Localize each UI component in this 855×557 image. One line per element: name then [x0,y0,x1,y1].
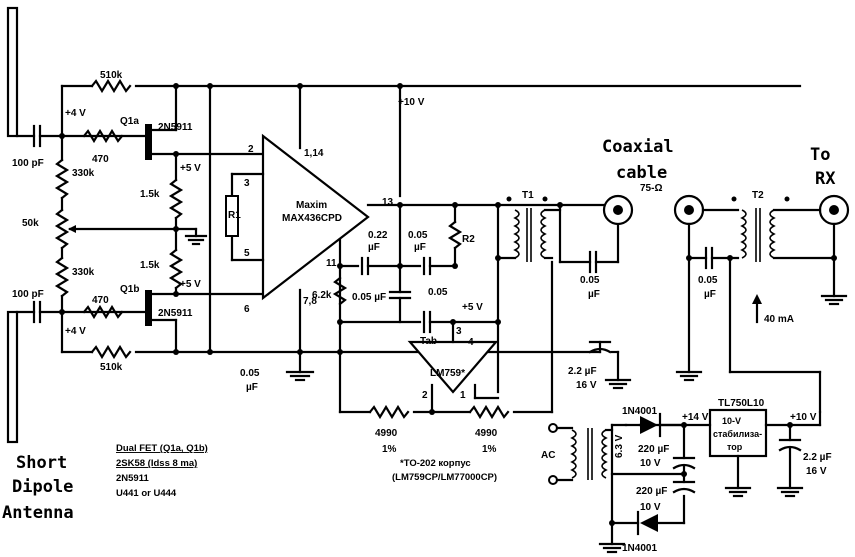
note-package-1: *TO-202 корпус [400,458,471,469]
coax-impedance: 75-Ω [640,183,662,194]
reg-part-number: TL750L10 [718,398,765,409]
rx-title-2: RX [815,169,836,189]
reg-label-1: 10-V [722,416,741,426]
antenna-bottom-element [6,310,19,444]
label-0-05-c: 0.05 [428,287,448,298]
label-0-05-d-unit: µF [246,382,258,393]
label-0-05-e: 0.05 [580,275,600,286]
rx-title-1: To [810,145,830,165]
ic1-label-part: MAX436CPD [282,213,342,224]
pin-7-8: 7,8 [303,296,317,307]
label-1n4001-a: 1N4001 [622,406,657,417]
label-ac: AC [541,450,555,461]
note-line-1: 2SK58 (Idss 8 ma) [116,458,197,469]
antenna-title-1: Short [16,453,67,473]
label-t1: T1 [522,190,534,201]
tl750l10-regulator [708,408,768,458]
rail-4v-top: +4 V [65,108,86,119]
reg-label-3: тор [727,442,743,452]
label-470-bottom: 470 [92,295,109,306]
label-16v-a: 16 V [576,380,597,391]
antenna-title-3: Antenna [2,503,74,523]
rail-4v-bottom: +4 V [65,326,86,337]
label-0-05-d: 0.05 [240,368,260,379]
label-4990-a: 4990 [375,428,398,439]
label-50k: 50k [22,218,39,229]
label-4990-b: 4990 [475,428,498,439]
label-330k-bottom: 330k [72,267,95,278]
pin-3: 3 [244,178,250,189]
label-100pf-top: 100 pF [12,158,44,169]
label-r1: R1 [228,210,241,221]
label-1-5k-b: 1.5k [140,260,160,271]
antenna-title-2: Dipole [12,477,73,497]
label-r2: R2 [462,234,475,245]
coax-title-2: cable [616,163,667,183]
rail-5v-a: +5 V [180,163,201,174]
pin-lm-2: 2 [422,390,428,401]
label-0-22: 0.22 [368,230,388,241]
pin-11: 11 [326,258,337,269]
pin-5: 5 [244,248,250,259]
rail-10v-out: +10 V [790,412,817,423]
label-220uf-a: 220 µF [638,444,669,455]
label-470-top: 470 [92,154,109,165]
coax-title-1: Coaxial [602,137,674,157]
label-1n4001-b: 1N4001 [622,543,657,554]
ic2-label: LM759* [430,368,465,379]
label-6-2k: 6.2k [312,290,332,301]
label-10v-b: 10 V [640,502,661,513]
note-dual-fet: Dual FET (Q1a, Q1b) [116,443,208,454]
label-t2: T2 [752,190,764,201]
label-2-2uf-b: 2.2 µF [803,452,832,463]
label-10v-a: 10 V [640,458,661,469]
label-1-5k-a: 1.5k [140,189,160,200]
label-16v-b: 16 V [806,466,827,477]
note-package-2: (LM759CP/LM77000CP) [392,472,497,483]
pin-lm-3: 3 [456,326,462,337]
label-0-05-f-unit: µF [704,289,716,300]
label-510k-top: 510k [100,70,123,81]
rail-5v-b: +5 V [180,279,201,290]
ic1-label-maxim: Maxim [296,200,327,211]
label-40ma: 40 mA [764,314,794,325]
pin-1-14: 1,14 [304,148,324,159]
pin-lm-1: 1 [460,390,466,401]
label-1pct-a: 1% [382,444,397,455]
label-0-22-unit: µF [368,242,380,253]
label-220uf-b: 220 µF [636,486,667,497]
max436-amplifier [261,133,370,301]
rail-5v-c: +5 V [462,302,483,313]
pin-lm-4: 4 [468,337,474,348]
lm759-amplifier [407,340,499,394]
label-0-05-e-unit: µF [588,289,600,300]
label-0-05-a-unit: µF [414,242,426,253]
label-1pct-b: 1% [482,444,497,455]
reg-label-2: стабилиза- [713,429,762,439]
r1-resistor [225,195,239,237]
label-100pf-bottom: 100 pF [12,289,44,300]
rail-14v: +14 V [682,412,709,423]
label-fet2: 2N5911 [158,308,193,319]
label-0-05-f: 0.05 [698,275,718,286]
label-fet1: 2N5911 [158,122,193,133]
label-510k-bottom: 510k [100,362,123,373]
pin-2: 2 [248,144,254,155]
label-6-3v: 6.3 V [614,434,625,458]
note-line-3: U441 or U444 [116,488,177,499]
pin-13: 13 [382,197,394,208]
label-tab: Tab [420,336,437,347]
pin-6: 6 [244,304,250,315]
label-2-2uf-a: 2.2 µF [568,366,597,377]
rail-10v: +10 V [398,97,425,108]
note-line-2: 2N5911 [116,473,149,484]
label-q1a: Q1a [120,116,139,127]
label-0-05-a: 0.05 [408,230,428,241]
label-0-05-b: 0.05 µF [352,292,386,303]
label-330k-top: 330k [72,168,95,179]
antenna-top-element [6,6,19,138]
label-q1b: Q1b [120,284,139,295]
